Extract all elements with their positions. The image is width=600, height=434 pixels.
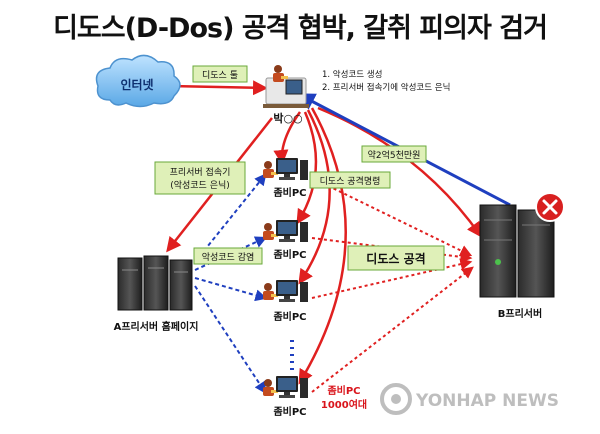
yonhap-watermark: YONHAP NEWS [380, 383, 559, 415]
svg-text:좀비PC: 좀비PC [273, 248, 306, 261]
label-free-server-access: 프리서버 접속기 (악성코드 은닉) [154, 161, 246, 195]
svg-text:좀비PC: 좀비PC [273, 405, 306, 418]
zombie-pc-2: 좀비PC [263, 220, 308, 261]
svg-text:디도스 공격명령: 디도스 공격명령 [320, 175, 381, 187]
zombie-count-line-1: 좀비PC [327, 384, 360, 397]
zombie-pc-1: 좀비PC [263, 158, 308, 199]
server-b: B프리서버 [479, 204, 555, 320]
page-title: 디도스(D-Dos) 공격 협박, 갈취 피의자 검거 [53, 13, 548, 44]
svg-text:악성코드 감염: 악성코드 감염 [202, 251, 255, 263]
server-b-label: B프리서버 [498, 307, 542, 320]
watermark-text: YONHAP NEWS [415, 391, 559, 411]
arrow-attack-4 [311, 266, 474, 393]
arrow-command-zombie-4 [298, 107, 347, 385]
label-infection: 악성코드 감염 [193, 247, 263, 265]
internet-cloud: 인터넷 [95, 54, 181, 108]
arrow-command-zombie-3 [298, 109, 331, 285]
server-a: A프리서버 홈페이지 [114, 255, 199, 333]
arrow-infect-zombie-1 [194, 173, 267, 263]
svg-text:약2억5천만원: 약2억5천만원 [368, 149, 421, 161]
internet-label: 인터넷 [120, 77, 153, 92]
attacker-label: 박○○ [273, 111, 302, 125]
svg-text:좀비PC: 좀비PC [273, 310, 306, 323]
arrow-infect-zombie-3 [194, 277, 268, 302]
note-step-2: 2. 프리서버 접속기에 악성코드 은닉 [322, 82, 450, 93]
svg-text:디도스 툴: 디도스 툴 [202, 70, 238, 81]
label-ddos-attack: 디도스 공격 [347, 245, 445, 271]
zombie-pc-4: 좀비PC [263, 376, 308, 418]
svg-text:좀비PC: 좀비PC [273, 186, 306, 199]
arrow-command-zombie-2 [296, 111, 318, 225]
arrow-attack-1 [311, 177, 473, 257]
server-a-label: A프리서버 홈페이지 [114, 320, 199, 333]
label-ddos-command: 디도스 공격명령 [309, 171, 391, 189]
label-extortion: 약2억5천만원 [361, 145, 427, 163]
zombie-count-line-2: 1000여대 [321, 398, 367, 411]
attacker-figure: 박○○ [263, 65, 309, 125]
svg-text:(악성코드 은닉): (악성코드 은닉) [170, 179, 230, 191]
svg-text:디도스 공격: 디도스 공격 [366, 251, 425, 266]
label-ddos-tool: 디도스 툴 [192, 65, 248, 83]
error-x-icon [535, 192, 565, 222]
connections [166, 80, 511, 395]
svg-text:프리서버 접속기: 프리서버 접속기 [170, 166, 231, 178]
arrow-internet-to-attacker [169, 80, 268, 96]
arrow-infect-zombie-4 [194, 285, 267, 395]
note-step-1: 1. 악성코드 생성 [322, 69, 382, 80]
zombie-pc-3: 좀비PC [263, 280, 308, 323]
